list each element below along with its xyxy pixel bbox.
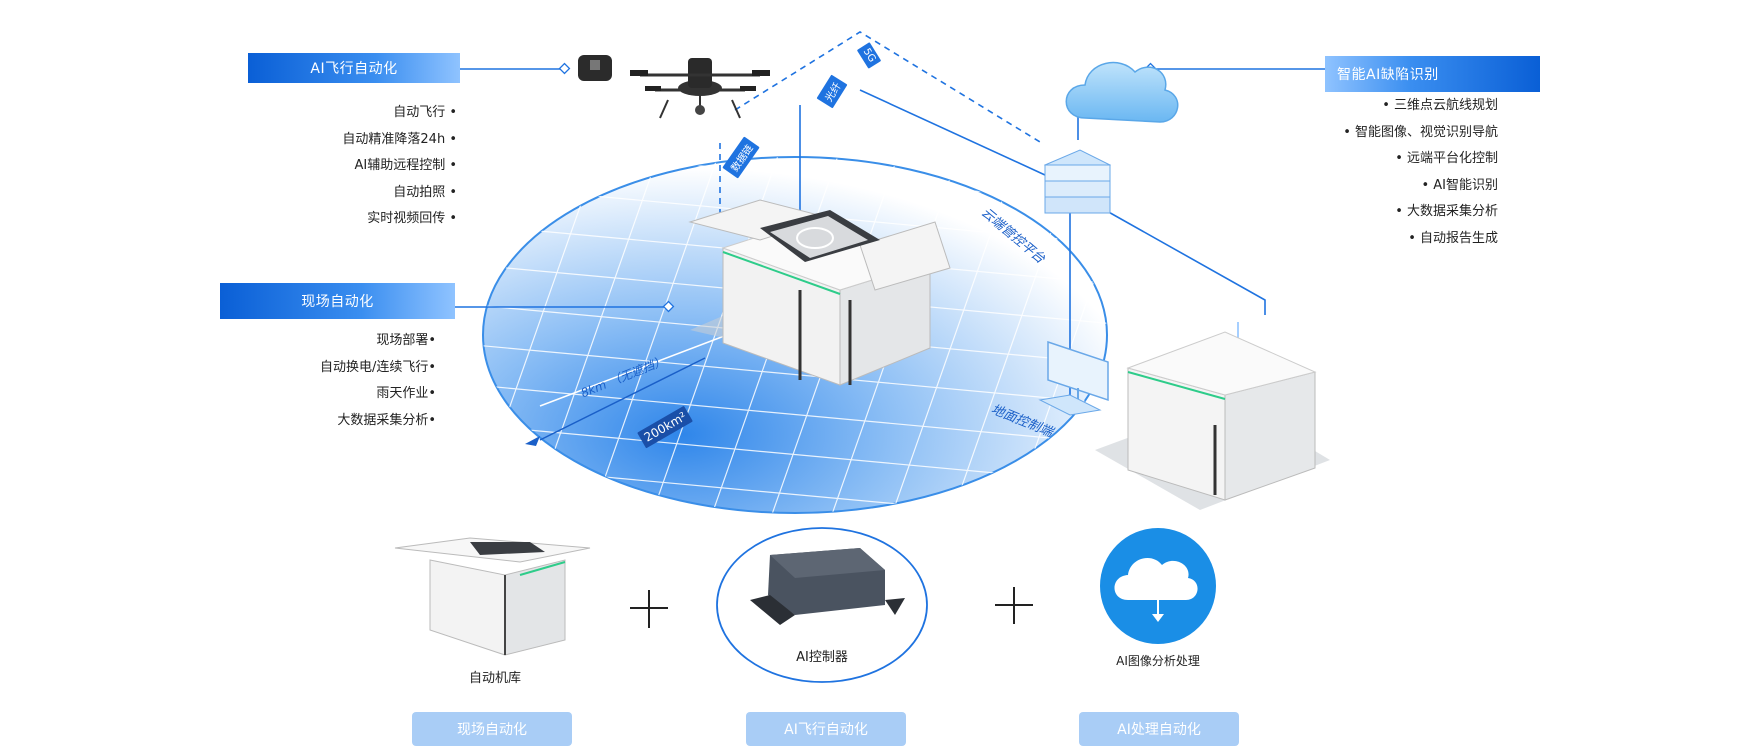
field-banner: 现场自动化 [220, 283, 455, 319]
list-item: 自动换电/连续飞行• [319, 359, 436, 375]
ai-flight-list: 自动飞行 • 自动精准降落24h • AI辅助远程控制 • 自动拍照 • 实时视… [300, 100, 457, 233]
ai-defect-title: 智能AI缺陷识别 [1337, 67, 1439, 83]
ai-flight-title: AI飞行自动化 [310, 61, 398, 77]
ai-controller-caption: AI控制器 [796, 650, 848, 665]
list-item: 大数据采集分析• [337, 412, 436, 428]
pill-field-automation: 现场自动化 [412, 712, 572, 746]
list-item: • 远端平台化控制 [1395, 151, 1498, 166]
ai-flight-banner: AI飞行自动化 [248, 53, 460, 83]
list-item: AI辅助远程控制 • [354, 158, 457, 173]
list-item: 自动飞行 • [393, 105, 457, 120]
ai-image-analysis-icon [1100, 528, 1216, 644]
list-item: • 智能图像、视觉识别导航 [1343, 124, 1498, 140]
list-item: • 自动报告生成 [1408, 230, 1498, 246]
list-item: 实时视频回传 • [367, 211, 457, 226]
pill-ai-processing-automation: AI处理自动化 [1079, 712, 1239, 746]
central-hangar-icon [688, 199, 951, 386]
server-icon [1043, 149, 1112, 214]
remote-module-icon [578, 55, 612, 81]
auto-hangar-caption: 自动机库 [468, 671, 521, 686]
ai-defect-banner: 智能AI缺陷识别 [1325, 56, 1540, 92]
ai-defect-list: • 三维点云航线规划 • 智能图像、视觉识别导航 • 远端平台化控制 • AI智… [1285, 93, 1498, 252]
pill-ai-flight-automation: AI飞行自动化 [746, 712, 906, 746]
ground-terminal-icon [1038, 340, 1109, 416]
ai-image-analysis-caption: AI图像分析处理 [1116, 654, 1200, 668]
cloud-icon [1065, 61, 1179, 123]
list-item: • 三维点云航线规划 [1382, 98, 1498, 113]
list-item: 自动拍照 • [393, 184, 457, 200]
drone-icon [630, 58, 770, 119]
list-item: • AI智能识别 [1421, 177, 1498, 193]
right-hangar-icon [1095, 331, 1330, 510]
ai-controller-icon [716, 527, 928, 683]
list-item: 雨天作业• [376, 386, 436, 401]
list-item: • 大数据采集分析 [1395, 204, 1498, 219]
auto-hangar-icon [394, 537, 591, 656]
list-item: 现场部署• [376, 333, 436, 348]
plus-signs [630, 587, 1033, 628]
field-list: 现场部署• 自动换电/连续飞行• 雨天作业• 大数据采集分析• [280, 328, 436, 434]
field-title: 现场自动化 [301, 294, 374, 310]
list-item: 自动精准降落24h • [342, 131, 457, 147]
